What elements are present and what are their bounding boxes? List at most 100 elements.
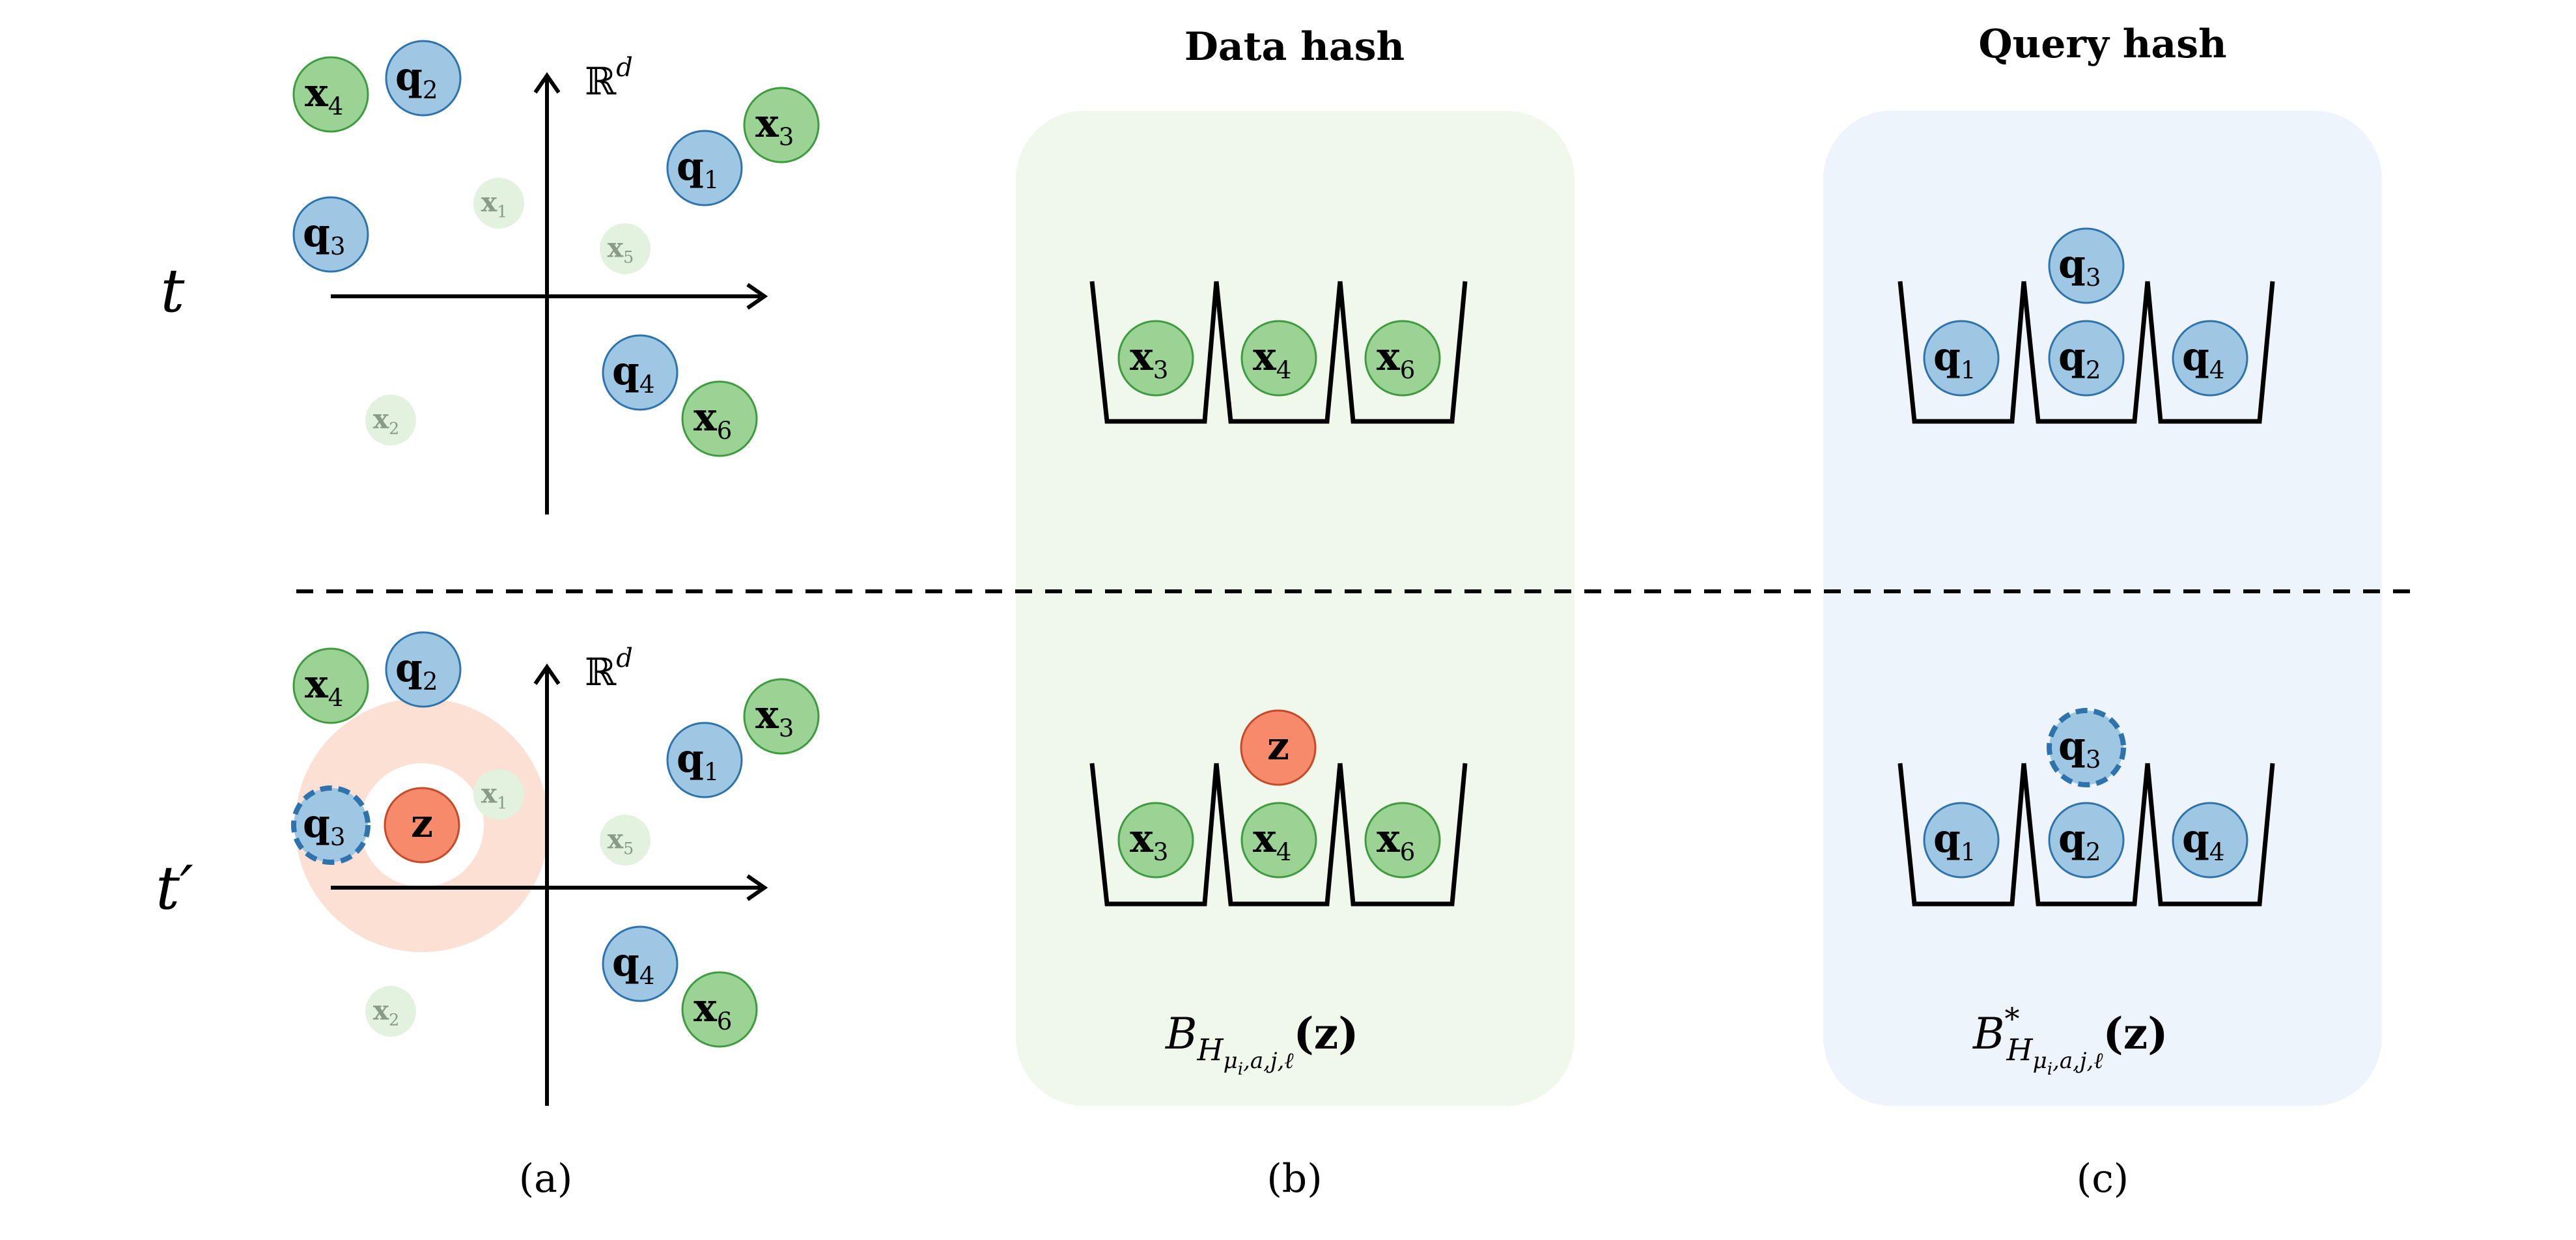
point-x2: x2 (365, 395, 416, 445)
point-x4: x4 (1240, 320, 1317, 397)
point-x1-label: x1 (481, 186, 508, 221)
bucket (1089, 281, 1219, 424)
point-q3-marker (2048, 227, 2125, 304)
point-q1: q1 (1923, 320, 2000, 397)
x-axis-arrow-bottom (746, 874, 768, 901)
axes-bottom (331, 663, 768, 1106)
row-label-t: t (161, 256, 186, 326)
point-q1-label: q1 (677, 144, 719, 194)
point-q4-marker (602, 334, 679, 411)
point-z-marker (384, 787, 460, 864)
point-q4-marker (2172, 320, 2248, 397)
bucket (2021, 281, 2150, 424)
point-q2: q2 (2048, 320, 2125, 397)
point-q3-marker (292, 196, 369, 273)
point-q4-label: q4 (2182, 816, 2224, 866)
point-q2-marker (385, 40, 462, 117)
point-x4-label: x4 (305, 662, 343, 712)
point-q3: q3 (292, 196, 369, 273)
point-x3: x3 (743, 678, 820, 755)
point-q3-label: q3 (303, 801, 345, 851)
query-bucket-formula: B*Hμi,a,j,ℓ(z) (1972, 1001, 2168, 1079)
point-q4: q4 (2172, 320, 2248, 397)
data-buckets-bottom (1089, 763, 1468, 907)
point-q1-marker (666, 130, 743, 206)
point-x4: x4 (1240, 802, 1317, 879)
point-x3-label: x3 (1130, 816, 1168, 866)
point-x5-marker (600, 815, 651, 866)
point-q2-label: q2 (395, 645, 438, 696)
point-q1-label: q1 (1933, 334, 1976, 384)
point-x4-label: x4 (1253, 334, 1291, 384)
bucket (1897, 281, 2026, 424)
point-x1-label: x1 (481, 778, 508, 812)
point-x1: x1 (473, 178, 524, 229)
point-q4-label: q4 (612, 348, 654, 399)
point-x6-marker (681, 971, 758, 1048)
point-x4-marker (292, 647, 369, 724)
caption-b: (b) (1267, 1156, 1322, 1202)
point-q1-marker (1923, 320, 2000, 397)
point-x4-label: x4 (305, 70, 343, 120)
point-z: z (1240, 709, 1317, 786)
point-q3-label: q3 (303, 210, 345, 261)
point-q3: q3 (2048, 227, 2125, 304)
bucket (2145, 763, 2275, 907)
bucket (1337, 281, 1468, 424)
point-z-marker (1240, 709, 1317, 786)
y-axis-arrow-top (533, 72, 561, 94)
caption-a: (a) (519, 1156, 573, 1202)
axes-top (331, 72, 768, 514)
point-q3-label: q3 (2058, 724, 2101, 774)
point-q4-label: q4 (612, 940, 654, 990)
point-q2-marker (2048, 802, 2125, 879)
bucket (1337, 763, 1468, 907)
point-x5: x5 (600, 223, 651, 274)
point-x2-label: x2 (373, 403, 400, 438)
point-x5-marker (600, 223, 651, 274)
point-x4-marker (1240, 802, 1317, 879)
point-x6-marker (1364, 802, 1441, 879)
point-q2-label: q2 (2058, 816, 2101, 866)
space-label-top: ℝd (585, 53, 633, 104)
point-x3: x3 (1117, 320, 1194, 397)
bucket (1897, 763, 2026, 907)
bucket (1089, 763, 1219, 907)
point-q2-label: q2 (2058, 334, 2101, 384)
point-x1-marker (473, 769, 524, 820)
point-x2: x2 (365, 986, 416, 1037)
point-x6-label: x6 (693, 395, 732, 445)
point-q1-label: q1 (677, 736, 719, 786)
point-q3-marker (2047, 708, 2126, 787)
data-hash-header: Data hash (1184, 24, 1405, 70)
query-buckets-bottom (1897, 763, 2275, 907)
query-buckets-top (1897, 281, 2275, 424)
point-x4-label: x4 (1253, 816, 1291, 866)
data-hash-panel (1016, 111, 1575, 1106)
bucket (2021, 763, 2150, 907)
point-x2-label: x2 (373, 994, 400, 1029)
point-x6: x6 (1364, 320, 1441, 397)
point-x4-marker (1240, 320, 1317, 397)
point-q4: q4 (2172, 802, 2248, 879)
point-q2-marker (2048, 320, 2125, 397)
point-x6-marker (1364, 320, 1441, 397)
point-x3-marker (1117, 802, 1194, 879)
point-x3-marker (743, 87, 820, 163)
point-x3-label: x3 (755, 692, 794, 742)
point-x6-label: x6 (693, 985, 732, 1036)
point-z-label: z (411, 801, 433, 847)
point-q2: q2 (2048, 802, 2125, 879)
point-q2-label: q2 (395, 54, 438, 104)
point-x1: x1 (473, 769, 524, 820)
point-x4: x4 (292, 56, 369, 133)
point-x3-label: x3 (755, 101, 794, 151)
point-q1-label: q1 (1933, 816, 1976, 866)
point-x3: x3 (1117, 802, 1194, 879)
point-x3-marker (1117, 320, 1194, 397)
point-q4: q4 (602, 334, 679, 411)
point-q2-marker (385, 631, 462, 708)
point-x6-label: x6 (1377, 334, 1415, 384)
point-q4-marker (602, 925, 679, 1002)
